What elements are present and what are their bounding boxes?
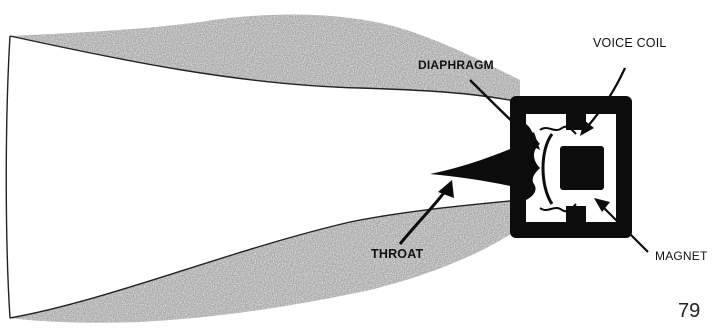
throat-label: THROAT — [371, 247, 423, 261]
horn-mouth-edge — [6, 36, 10, 318]
magnet-label: MAGNET — [655, 249, 708, 263]
magnet-core — [560, 146, 604, 190]
voice-coil-label: VOICE COIL — [593, 36, 667, 50]
page-number: 79 — [678, 300, 700, 323]
bottom-pole-piece — [566, 206, 586, 222]
horn-lower-shading — [10, 200, 520, 323]
diaphragm-label: DIAPHRAGM — [418, 58, 494, 72]
